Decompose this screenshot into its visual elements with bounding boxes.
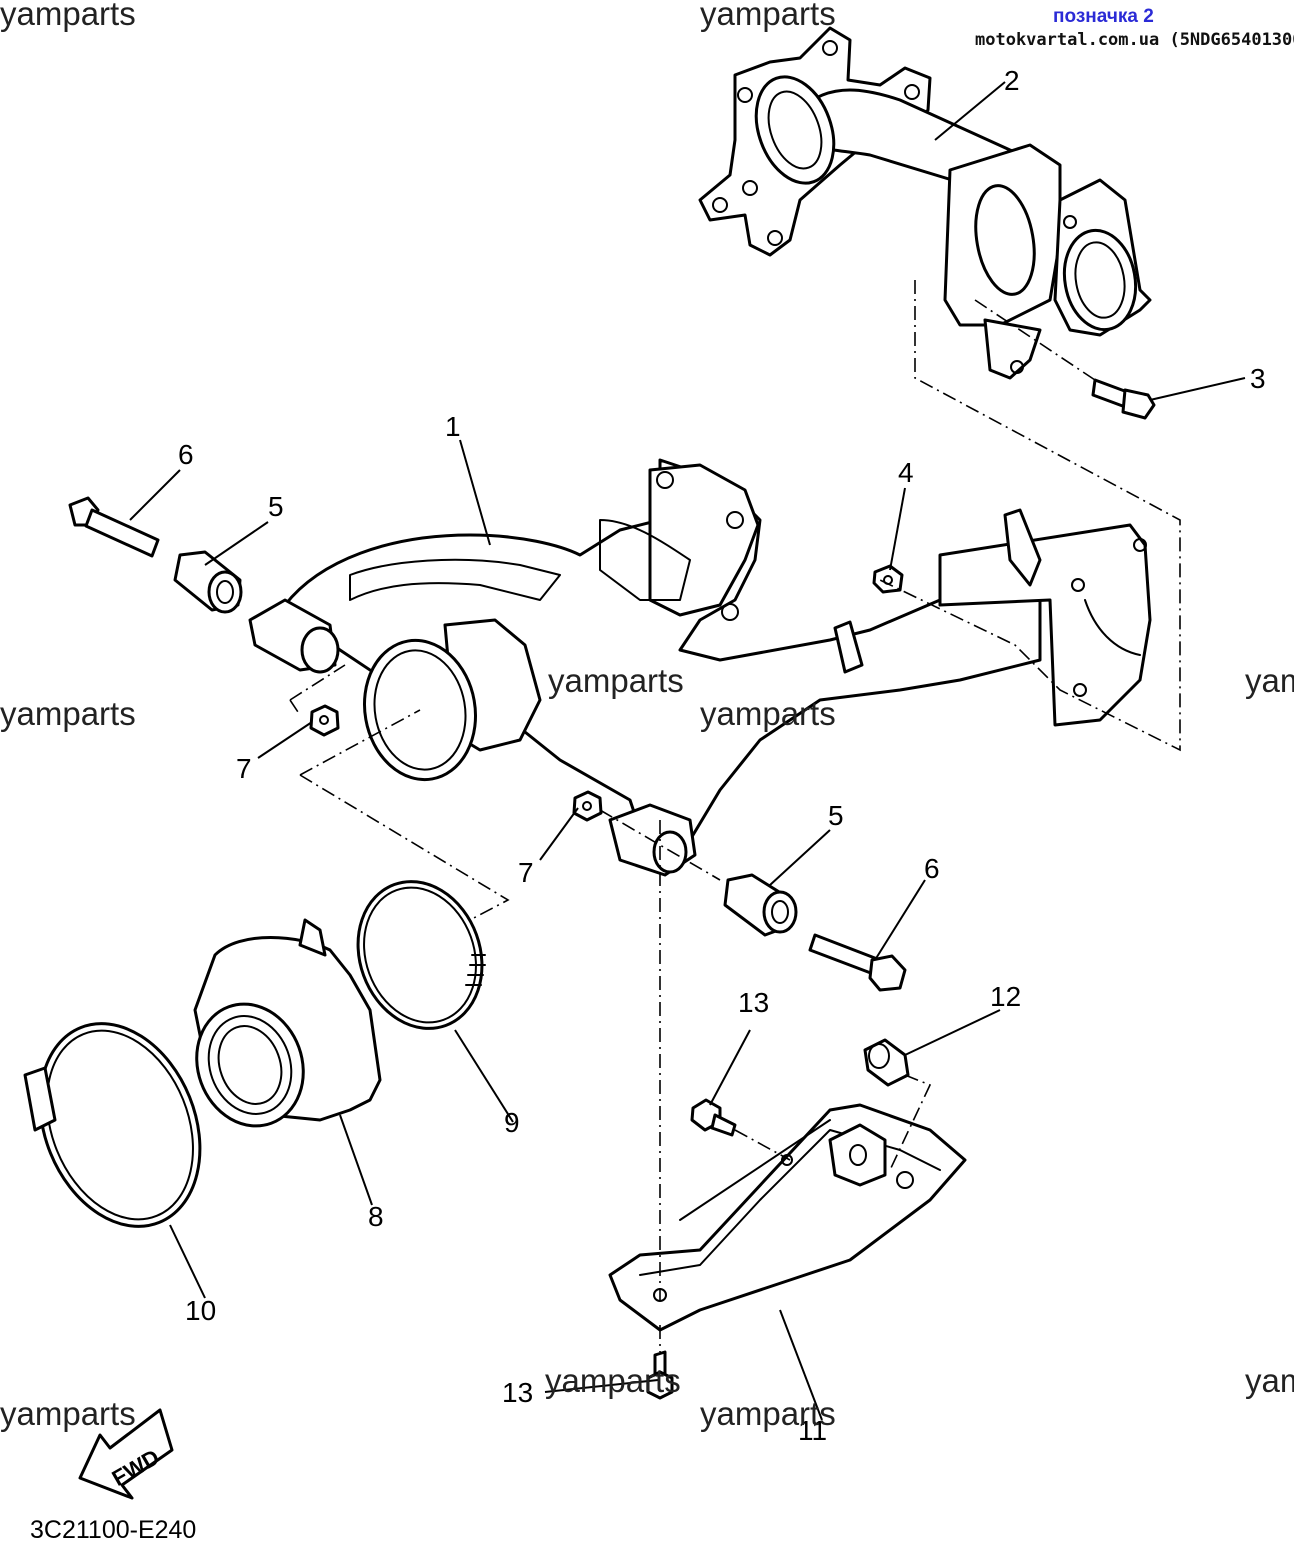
watermark: yamparts: [1245, 1362, 1294, 1399]
callout-6-upper: 6: [178, 439, 194, 470]
part-11-guard: [608, 1103, 967, 1332]
callout-10: 10: [185, 1295, 216, 1326]
part-12-damper: [863, 1038, 910, 1087]
callout-5-upper: 5: [268, 491, 284, 522]
watermark: yamparts: [1245, 662, 1294, 699]
callout-3: 3: [1250, 363, 1266, 394]
header-source: motokvartal.com.ua (5NDG65401300): [975, 30, 1294, 50]
header-label: позначка 2: [1053, 6, 1154, 27]
part-6-bolt-lower: [808, 933, 907, 992]
callout-13-lower: 13: [502, 1377, 533, 1408]
callout-13-upper: 13: [738, 987, 769, 1018]
callout-8: 8: [368, 1201, 384, 1232]
callout-9: 9: [504, 1107, 520, 1138]
callout-11: 11: [798, 1415, 827, 1446]
part-10-band: [23, 1022, 202, 1228]
part-9-clamp: [356, 880, 486, 1030]
callout-7-upper: 7: [236, 753, 252, 784]
callout-4: 4: [898, 457, 914, 488]
assembly-lines: [289, 280, 1181, 1352]
callout-6-lower: 6: [924, 853, 940, 884]
callout-2: 2: [1004, 65, 1020, 96]
leader-lines: [129, 81, 1246, 1421]
part-3-bolt: [1091, 378, 1156, 420]
callout-5-lower: 5: [828, 800, 844, 831]
part-1-swingarm: [248, 458, 1152, 877]
watermark: yamparts: [0, 695, 136, 732]
part-2-axle-hub: [698, 26, 1152, 380]
watermark: yamparts: [548, 662, 684, 699]
part-5-collar-lower: [723, 873, 798, 937]
watermark: yamparts: [0, 0, 136, 32]
part-7-nut-upper: [309, 704, 340, 737]
watermark: yamparts: [0, 1395, 136, 1432]
source-stamp: позначка 2 motokvartal.com.ua (5NDG65401…: [975, 6, 1294, 50]
callout-1: 1: [445, 411, 461, 442]
part-6-bolt-upper: [68, 496, 160, 558]
callout-12: 12: [990, 981, 1021, 1012]
part-8-boot: [193, 918, 382, 1128]
diagram-code: 3C21100-E240: [30, 1516, 196, 1544]
watermark: yamparts: [700, 695, 836, 732]
watermark: yamparts: [700, 1395, 836, 1432]
watermarks: yamparts yamparts yamparts yamparts yamp…: [0, 0, 1294, 1432]
part-13-bolt-lower: [646, 1350, 674, 1400]
part-5-collar-upper: [173, 550, 243, 614]
callout-7-lower: 7: [518, 857, 534, 888]
watermark: yamparts: [545, 1362, 681, 1399]
callout-labels: 2 3 1 4 6 5 7 7 5 6 12 13 9 8 10 13 11: [178, 65, 1266, 1446]
part-13-bolt-upper: [690, 1098, 737, 1137]
part-7-nut-lower: [572, 790, 603, 822]
watermark: yamparts: [700, 0, 836, 32]
